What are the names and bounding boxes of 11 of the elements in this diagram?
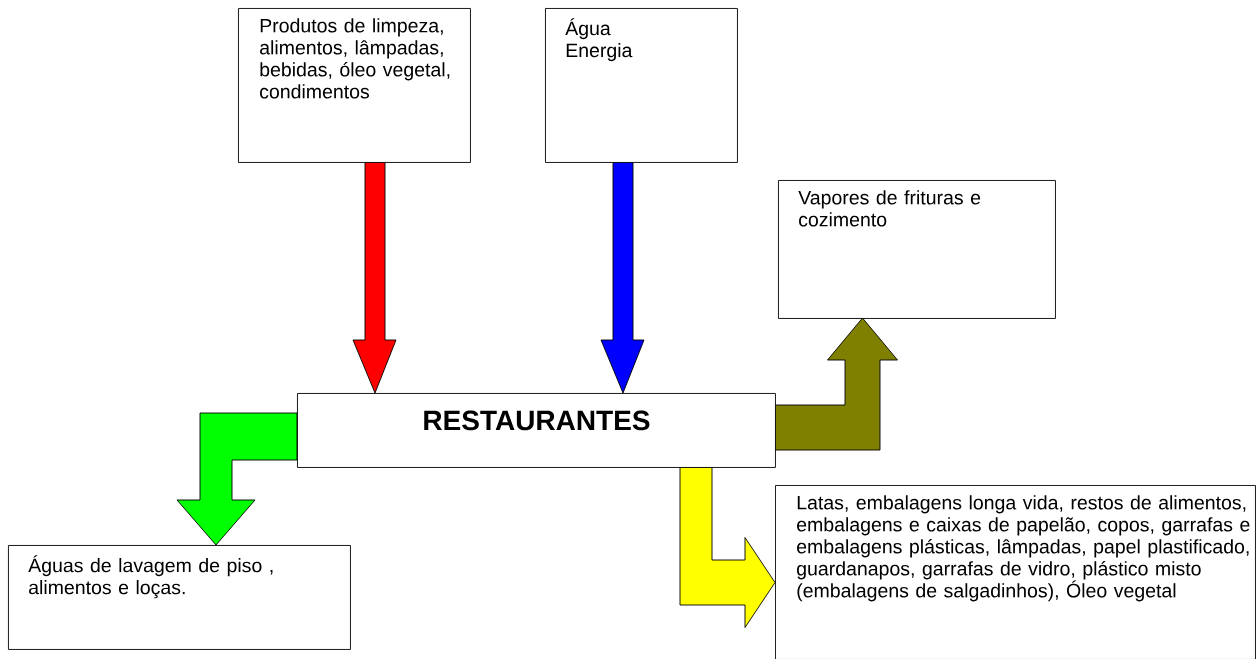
text-box: Latas, embalagens longa vida, restos de alimentos, embalagens e caixas de papelão, copos, garrafas e embalagens plásticas, lâmpadas, papel plastificado, guardanapos, garrafas de vidro, plástico misto (embalagens de salgadinhos), Óleo vegetal bbox=[775, 485, 1256, 659]
text-box: Produtos de limpeza, alimentos, lâmpadas, bebidas, óleo vegetal, condimentos bbox=[238, 8, 471, 163]
block-arrow bbox=[774, 317, 898, 451]
text-box: Vapores de frituras e cozimento bbox=[778, 180, 1056, 319]
text-box: RESTAURANTES bbox=[297, 393, 776, 468]
text-box: Água Energia bbox=[545, 8, 738, 163]
block-arrow bbox=[679, 466, 776, 628]
block-arrow bbox=[352, 161, 397, 394]
block-arrow bbox=[600, 161, 645, 394]
text-box: Águas de lavagem de piso , alimentos e loças. bbox=[8, 545, 351, 650]
block-arrow bbox=[176, 412, 298, 546]
